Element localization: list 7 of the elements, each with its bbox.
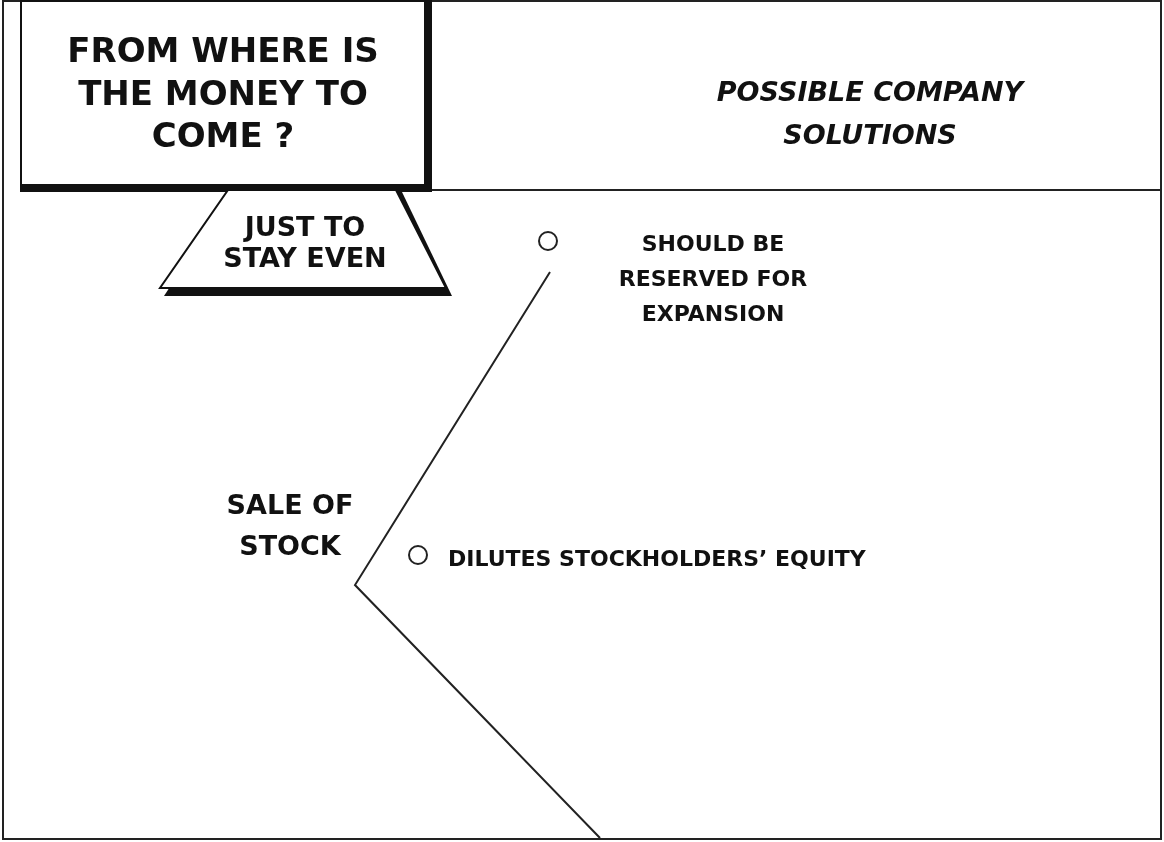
title-text: FROM WHERE IS THE MONEY TO COME ? xyxy=(66,29,380,157)
section-heading: POSSIBLE COMPANY SOLUTIONS xyxy=(715,75,1026,153)
bullet-text: DILUTES STOCKHOLDERS’ EQUITY xyxy=(448,545,867,573)
tab-text: JUST TO STAY EVEN xyxy=(222,210,388,274)
stock-heading: SALE OF STOCK xyxy=(225,488,355,563)
bullet-text: SHOULD BE RESERVED FOR EXPANSION xyxy=(617,230,809,329)
tab-trapezoid xyxy=(158,188,452,296)
